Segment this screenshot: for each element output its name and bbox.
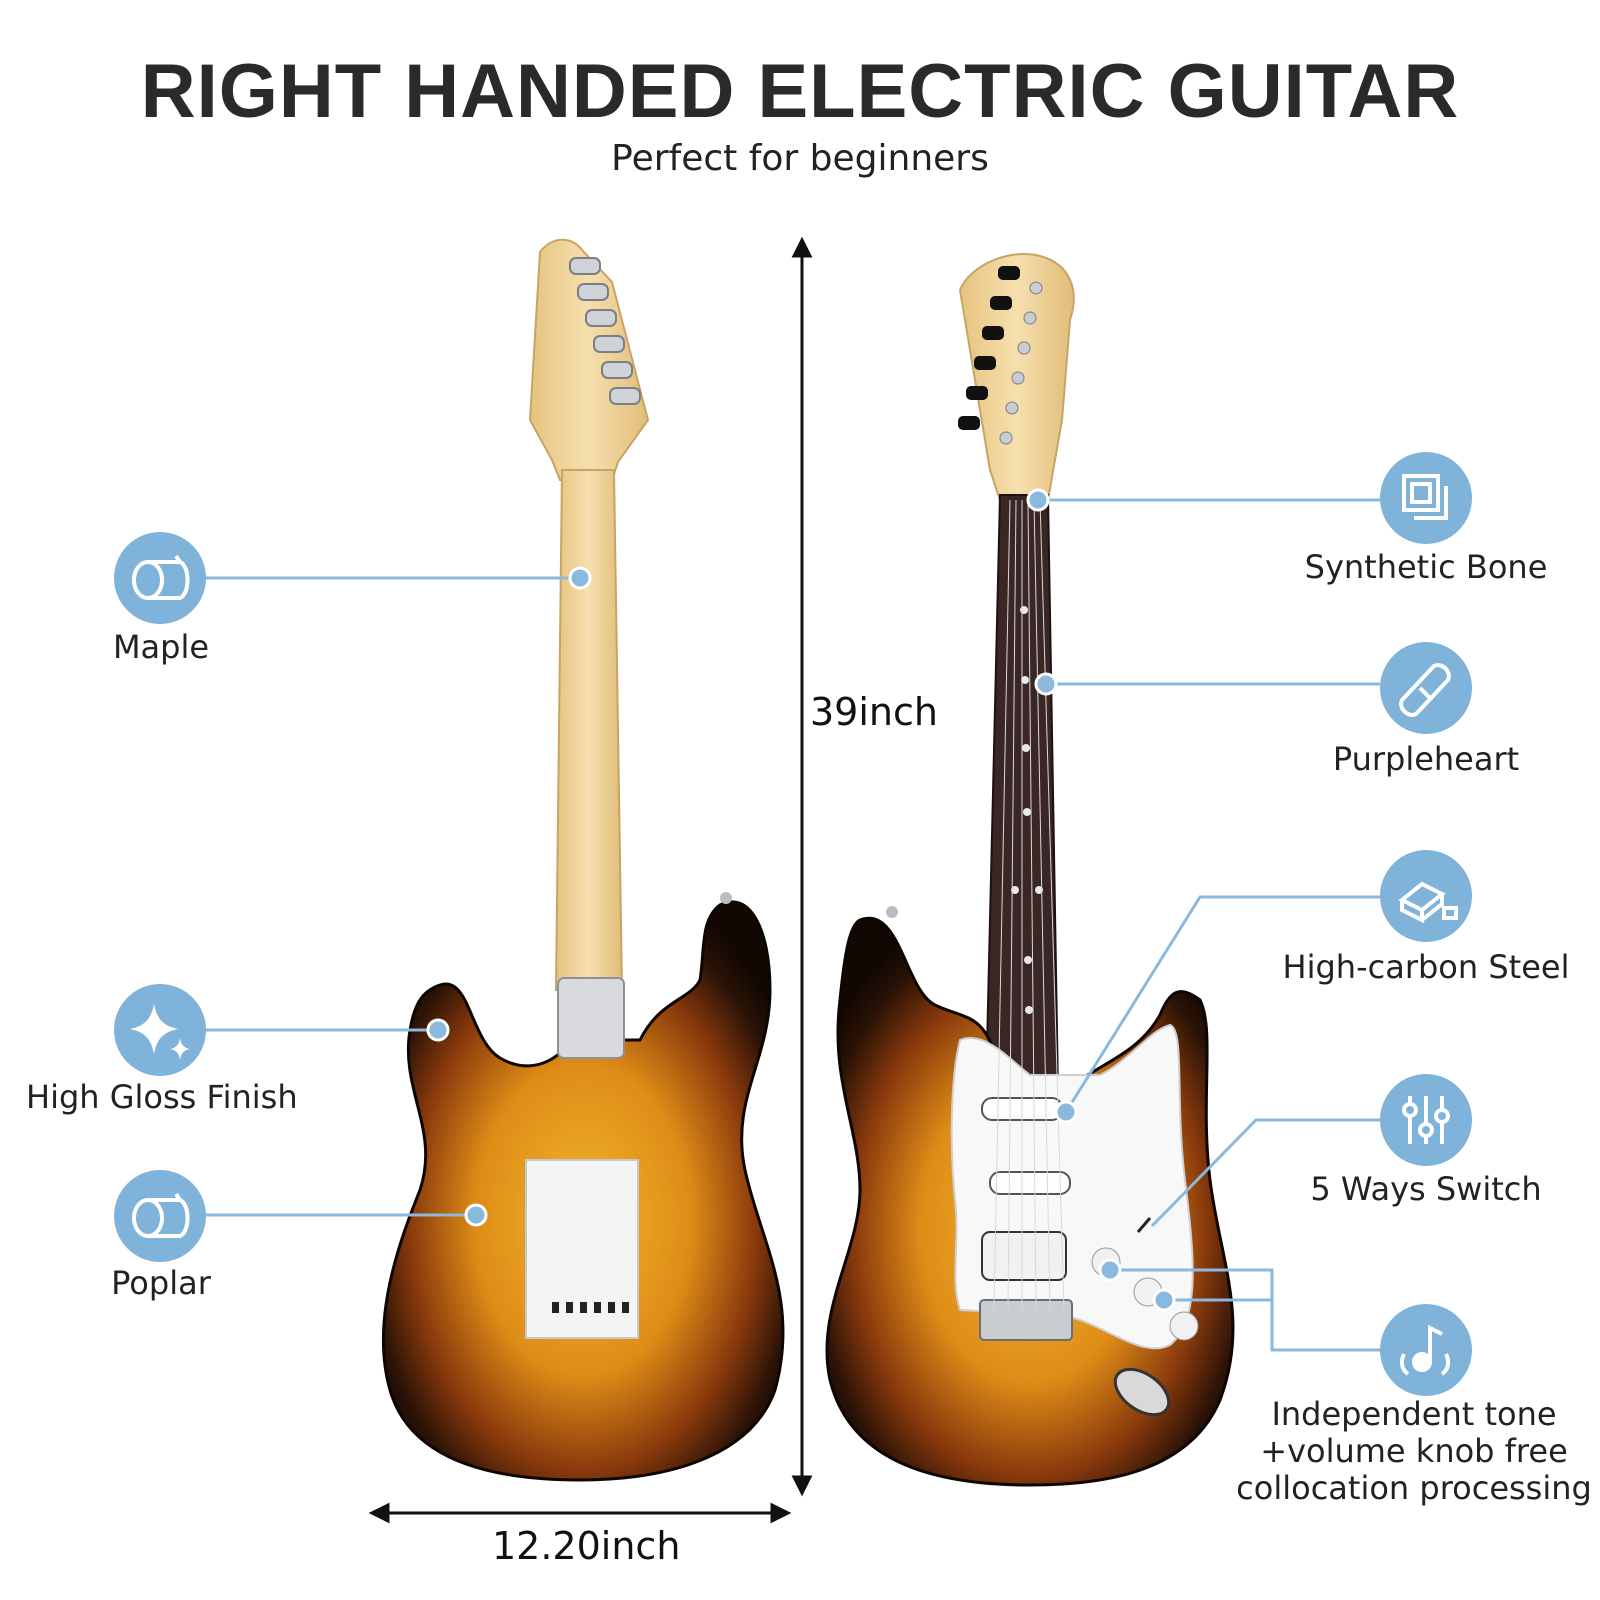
- sliders-icon: [1380, 1074, 1472, 1166]
- maple-log-icon: [114, 532, 206, 624]
- feature-label-tone-volume: Independent tone +volume knob free collo…: [1236, 1395, 1592, 1507]
- height-arrow: [791, 236, 813, 1497]
- page-title: RIGHT HANDED ELECTRIC GUITAR: [140, 49, 1460, 134]
- wood-plank-icon: [1380, 642, 1472, 734]
- sparkle-icon: [114, 984, 206, 1076]
- height-dimension-label: 39inch: [810, 690, 938, 734]
- feature-label-high-carbon-steel: High-carbon Steel: [1282, 948, 1570, 986]
- feature-label-high-gloss: High Gloss Finish: [26, 1078, 298, 1116]
- callout-lines: [204, 498, 1380, 1352]
- feature-label-poplar: Poplar: [111, 1264, 211, 1302]
- width-arrow: [368, 1502, 792, 1524]
- feature-label-synthetic-bone: Synthetic Bone: [1304, 548, 1548, 586]
- feature-label-purpleheart: Purpleheart: [1332, 740, 1520, 778]
- steel-bars-icon: [1380, 850, 1472, 942]
- poplar-log-icon: [114, 1170, 206, 1262]
- callout-dots: [426, 488, 1176, 1312]
- guitar-front: [825, 253, 1235, 1487]
- music-note-icon: [1380, 1304, 1472, 1396]
- feature-label-5-ways-switch: 5 Ways Switch: [1310, 1170, 1542, 1208]
- page-subtitle: Perfect for beginners: [611, 138, 989, 179]
- feature-label-maple: Maple: [112, 628, 210, 666]
- nut-squares-icon: [1380, 452, 1472, 544]
- guitar-back: [382, 238, 785, 1482]
- width-dimension-label: 12.20inch: [492, 1524, 681, 1568]
